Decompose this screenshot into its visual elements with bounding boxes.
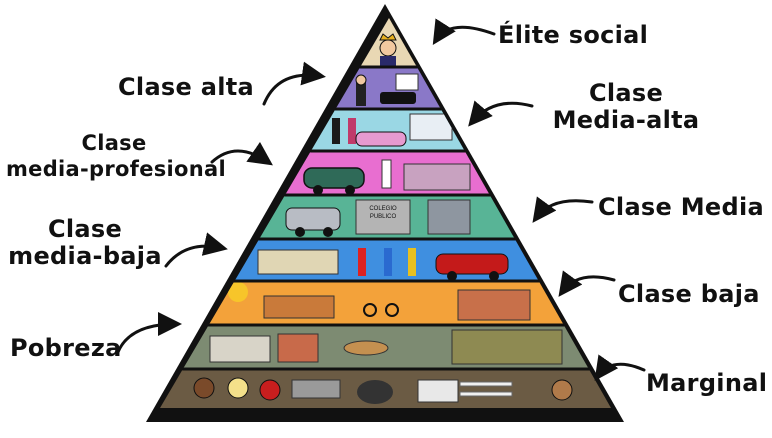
arrow-elite [432, 18, 496, 46]
label-media-alta-line1: Clase [588, 79, 664, 107]
elite-figure-icon [379, 33, 397, 66]
label-pobreza: Pobreza [10, 334, 122, 362]
label-media-profesional: Clase media-profesional [6, 130, 226, 182]
school-sign-line2: PUBLICO [370, 214, 397, 220]
label-media-baja-line2: media-baja [8, 242, 162, 270]
school-sign-line1: COLEGIO [369, 206, 397, 212]
middle-class-icon: COLEGIO PUBLICO [285, 199, 471, 237]
professional-icon [303, 159, 471, 195]
arrow-alta [262, 61, 326, 106]
arrow-baja [558, 270, 616, 297]
arrow-pobreza [116, 312, 182, 354]
label-media-baja: Clase media-baja [4, 216, 166, 270]
poverty-icon [209, 329, 563, 365]
upper-middle-icon [332, 113, 453, 147]
label-media-profesional-line2: media-profesional [6, 157, 226, 181]
tier-baja [160, 282, 611, 324]
upper-class-icon [355, 73, 419, 106]
arrow-marginal [594, 354, 646, 381]
arrow-media-profesional [210, 141, 273, 166]
arrow-media-baja [164, 232, 228, 268]
label-media-profesional-line1: Clase [81, 131, 147, 155]
lower-class-icon [228, 282, 531, 321]
lower-middle-icon [257, 248, 509, 281]
label-clase-alta: Clase alta [118, 73, 255, 101]
label-media-alta: Clase Media-alta [548, 80, 704, 134]
label-elite-social: Élite social [498, 21, 649, 49]
arrow-media-alta [468, 100, 534, 127]
arrow-media [532, 196, 594, 223]
label-clase-baja: Clase baja [618, 280, 760, 308]
label-clase-media: Clase Media [598, 193, 765, 221]
marginal-icon [193, 377, 573, 404]
label-media-alta-line2: Media-alta [552, 106, 700, 134]
label-marginal: Marginal [646, 369, 768, 397]
label-media-baja-line1: Clase [47, 215, 123, 243]
